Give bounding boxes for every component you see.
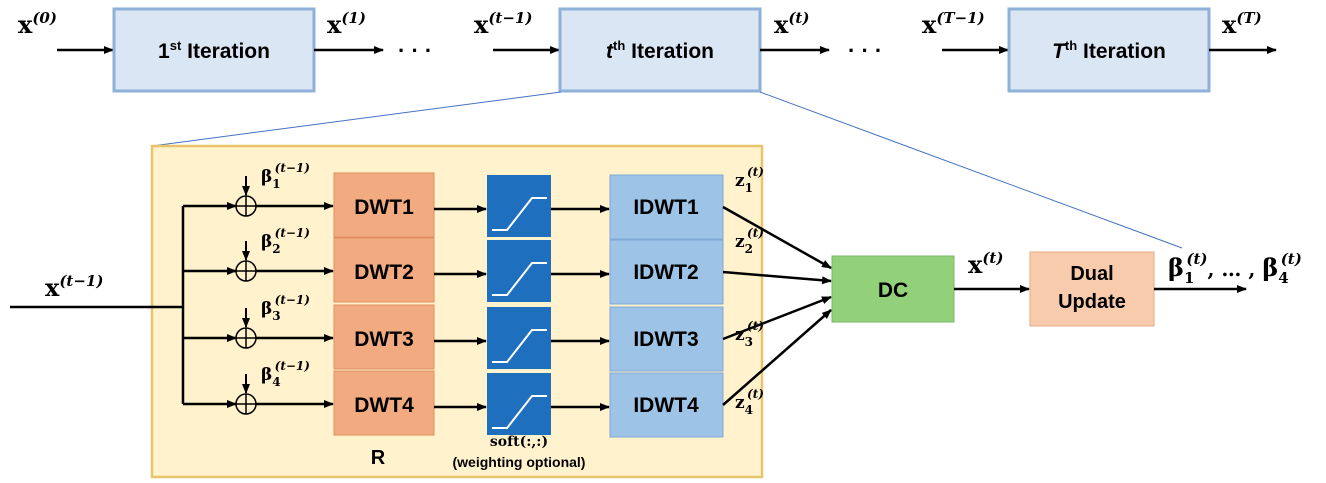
soft-note: (weighting optional): [453, 454, 586, 470]
label-z-1: z1(t): [735, 165, 764, 195]
label-detail-input: x(t−1): [45, 272, 103, 302]
dc-box: [831, 255, 955, 323]
idwt-label-3: IDWT3: [633, 328, 698, 351]
label-x1: x(1): [327, 9, 366, 39]
dwt-label-1: DWT1: [354, 196, 414, 219]
label-beta-2: β2(t−1): [261, 226, 310, 256]
soft-threshold-icon-1: [487, 175, 551, 237]
iteration-T-label: Tth Iteration: [1052, 38, 1166, 63]
ellipsis-1: · · ·: [398, 38, 432, 63]
label-beta-4: β4(t−1): [261, 359, 310, 389]
ellipsis-2: · · ·: [848, 38, 882, 63]
arrow-idwt-to-dc-3: [722, 295, 832, 341]
iteration-t-label: tth Iteration: [606, 38, 714, 63]
soft-label: soft(:,:): [490, 434, 548, 450]
dwt-label-3: DWT3: [354, 328, 414, 351]
zoom-line-right: [759, 91, 1183, 249]
label-x0: x(0): [18, 9, 57, 39]
idwt-label-2: IDWT2: [633, 261, 698, 284]
idwt-box-3: [609, 306, 724, 372]
label-z-4: z4(t): [735, 387, 764, 417]
label-beta-3: β3(t−1): [261, 293, 310, 323]
iteration-t-box: [558, 7, 762, 93]
soft-threshold-icon-2: [487, 240, 551, 302]
iteration-T-box: [1007, 7, 1211, 93]
label-xT: x(T): [1222, 9, 1262, 39]
soft-threshold-icon-3: [487, 307, 551, 369]
idwt-box-4: [609, 372, 724, 438]
dwt-box-1: [333, 172, 435, 238]
label-beta-1: β1(t−1): [261, 161, 310, 191]
dual-update-box: [1029, 251, 1155, 327]
dwt-label-4: DWT4: [354, 394, 414, 417]
label-z-2: z2(t): [735, 226, 764, 256]
r-label: R: [371, 447, 386, 469]
label-xT-minus-1: x(T−1): [922, 9, 985, 39]
idwt-box-2: [609, 239, 724, 305]
soft-threshold-icon-4: [487, 373, 551, 435]
dc-label: DC: [878, 279, 908, 302]
zoom-line-left: [151, 91, 562, 147]
idwt-box-1: [609, 174, 724, 240]
arrow-idwt-to-dc-1: [722, 205, 832, 270]
dwt-box-4: [333, 370, 435, 436]
dwt-box-2: [333, 237, 435, 303]
soft-threshold-curve-2: [492, 262, 547, 296]
dwt-label-2: DWT2: [354, 261, 414, 284]
idwt-label-4: IDWT4: [633, 394, 699, 417]
iteration-1-label: 1st Iteration: [158, 38, 270, 63]
label-beta-out: β1(t), … , β4(t): [1168, 250, 1302, 287]
soft-threshold-curve-1: [492, 197, 547, 231]
label-x-out: x(t): [968, 249, 1003, 279]
dwt-box-3: [333, 304, 435, 370]
soft-threshold-curve-4: [492, 395, 547, 429]
arrow-idwt-to-dc-2: [722, 270, 832, 285]
soft-threshold-curve-3: [492, 329, 547, 363]
label-xt-minus-1: x(t−1): [474, 9, 532, 39]
idwt-label-1: IDWT1: [633, 196, 699, 219]
label-xt: x(t): [774, 9, 809, 39]
arrow-idwt-to-dc-4: [722, 309, 832, 406]
